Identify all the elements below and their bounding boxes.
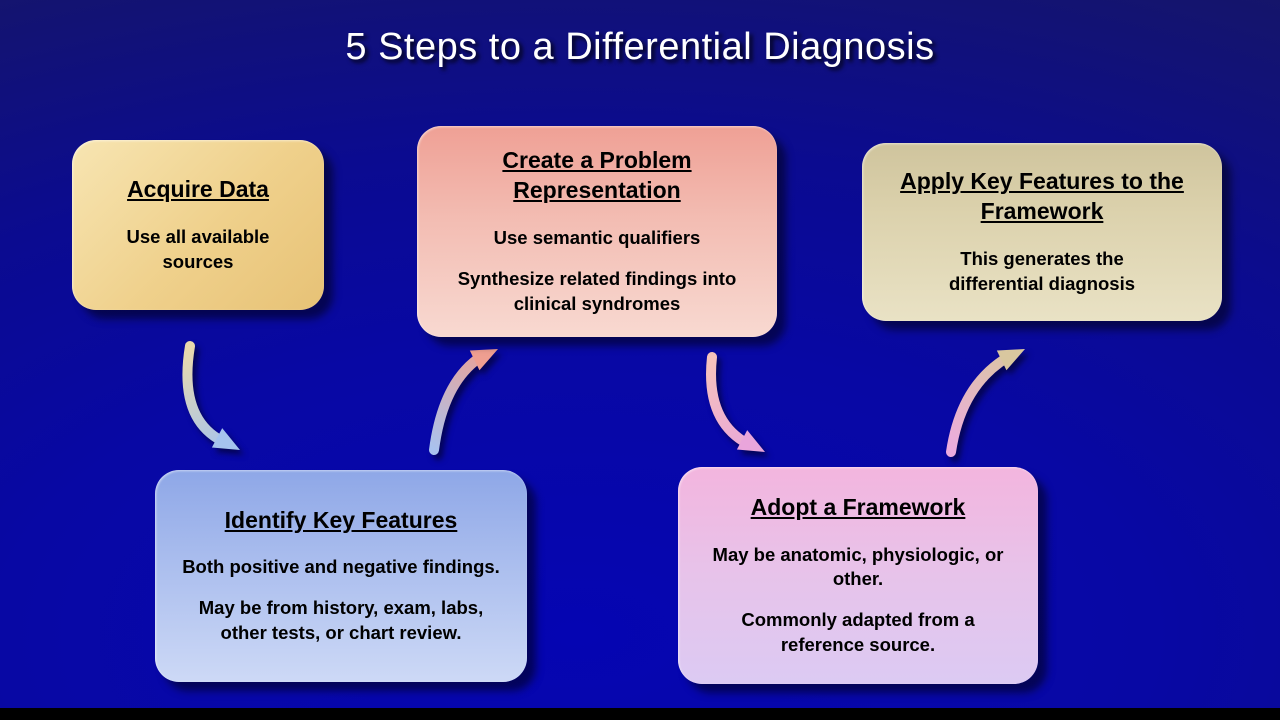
arrow-identify-to-problem-shaft (429, 351, 487, 455)
arrow-problem-to-adopt-shaft (706, 352, 753, 449)
arrow-identify-to-problem-head-icon (469, 349, 498, 371)
box-adopt-framework-title: Adopt a Framework (750, 493, 966, 520)
box-acquire-data: Acquire Data Use all available sources (72, 140, 324, 310)
box-problem-representation-text-2: Synthesize related findings into clinica… (457, 267, 737, 314)
box-identify-key-features-text-1: Both positive and negative findings. (182, 556, 500, 578)
letterbox-bar (0, 708, 1280, 720)
box-problem-representation-text-1: Use semantic qualifiers (493, 226, 701, 248)
arrow-identify-to-problem (429, 349, 498, 455)
arrow-adopt-to-apply-head-icon (996, 349, 1025, 371)
arrow-adopt-to-apply (946, 349, 1025, 457)
box-identify-key-features-title: Identify Key Features (224, 506, 458, 533)
arrow-problem-to-adopt-head-icon (736, 430, 765, 452)
arrow-problem-to-adopt (706, 352, 765, 452)
box-identify-key-features: Identify Key Features Both positive and … (155, 470, 527, 682)
box-adopt-framework: Adopt a Framework May be anatomic, physi… (678, 467, 1038, 684)
box-apply-key-features-text: This generates the differential diagnosi… (948, 247, 1136, 294)
box-problem-representation: Create a Problem Representation Use sema… (417, 126, 777, 337)
box-acquire-data-title: Acquire Data (127, 176, 269, 203)
arrow-acquire-to-identify-head-icon (211, 428, 240, 450)
arrow-acquire-to-identify (182, 341, 240, 450)
box-problem-representation-title: Create a Problem Representation (502, 147, 692, 204)
box-adopt-framework-text-2: Commonly adapted from a reference source… (741, 609, 975, 656)
box-apply-key-features: Apply Key Features to the Framework This… (862, 143, 1222, 321)
arrow-acquire-to-identify-shaft (182, 341, 227, 446)
slide-title: 5 Steps to a Differential Diagnosis (345, 26, 935, 68)
arrow-adopt-to-apply-shaft (946, 352, 1013, 457)
box-identify-key-features-text-2: May be from history, exam, labs, other t… (198, 597, 484, 644)
box-apply-key-features-title: Apply Key Features to the Framework (900, 168, 1184, 225)
box-acquire-data-text: Use all available sources (126, 225, 270, 272)
box-adopt-framework-text-1: May be anatomic, physiologic, or other. (712, 543, 1004, 590)
